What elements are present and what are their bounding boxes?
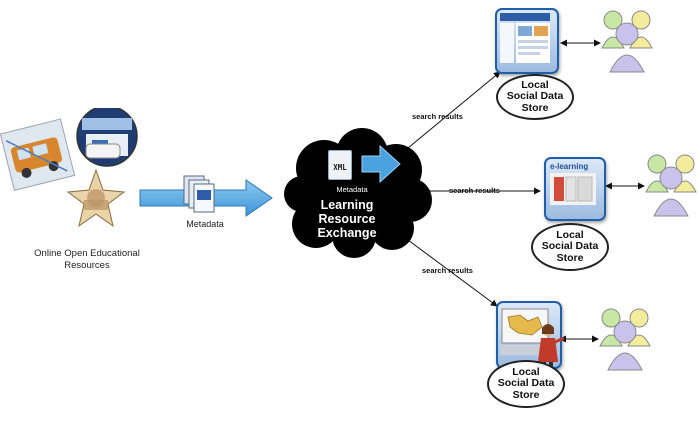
search-results-label-2: search results xyxy=(449,186,500,195)
store-1-label: Local Social Data Store xyxy=(506,78,564,115)
store-1-line2: Social Data xyxy=(506,90,564,103)
store-2-line1: Local xyxy=(556,228,584,241)
local-store-2: Local Social Data Store xyxy=(531,223,609,271)
branch-line-3 xyxy=(407,239,498,307)
website-screenshot-icon xyxy=(495,8,559,74)
store-3-line3: Store xyxy=(512,388,540,401)
store-3-line1: Local xyxy=(512,365,540,378)
store-2-line2: Social Data xyxy=(541,240,599,253)
people-group-icon xyxy=(601,10,653,73)
resources-label: Online Open Educational Resources xyxy=(34,248,140,271)
local-store-1: Local Social Data Store xyxy=(496,74,574,120)
store-2-label: Local Social Data Store xyxy=(541,228,599,265)
people-group-icon xyxy=(645,154,697,217)
search-results-label-1: search results xyxy=(412,112,463,121)
metadata-stack-icon xyxy=(183,175,215,213)
store-3-line2: Social Data xyxy=(497,377,555,390)
people-group-icon xyxy=(599,308,651,371)
store-1-line3: Store xyxy=(521,101,549,114)
store-3-label: Local Social Data Store xyxy=(497,365,555,402)
exchange-title: Learning Resource Exchange xyxy=(292,198,402,240)
elearning-tile-text: e-learning xyxy=(550,162,589,171)
left-metadata-label: Metadata xyxy=(186,219,224,229)
local-store-3: Local Social Data Store xyxy=(487,360,565,408)
store-2-line3: Store xyxy=(556,251,584,264)
resource-collage-icon xyxy=(0,108,138,228)
elearning-screenshot-icon: e-learning xyxy=(544,157,606,221)
exchange-title-line2: Resource xyxy=(318,212,376,226)
search-results-label-3: search results xyxy=(422,266,473,275)
exchange-title-line1: Learning xyxy=(320,198,374,212)
cloud-metadata-label: Metadata xyxy=(336,185,368,194)
store-1-line1: Local xyxy=(521,78,549,91)
branch-line-1 xyxy=(407,71,501,149)
xml-document-icon: XML xyxy=(328,150,352,180)
exchange-title-line3: Exchange xyxy=(317,226,377,240)
